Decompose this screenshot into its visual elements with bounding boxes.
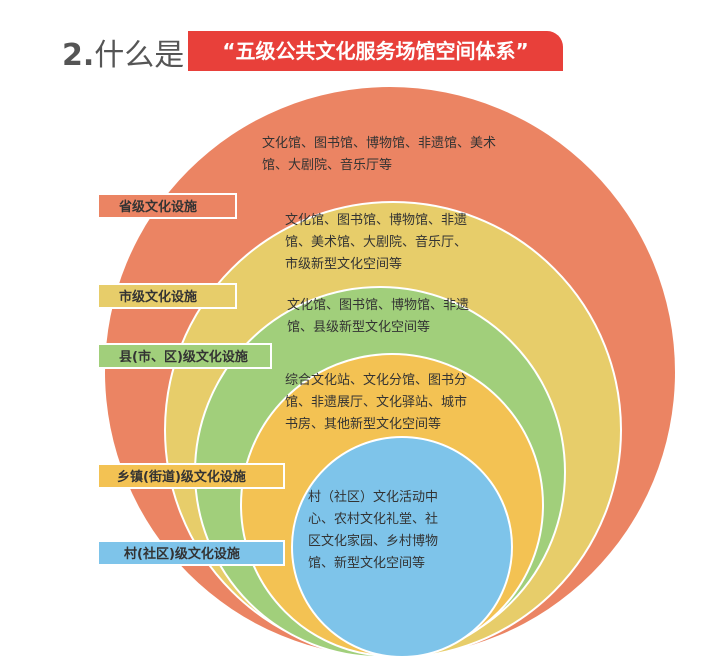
village-desc: 村（社区）文化活动中心、农村文化礼堂、社区文化家园、乡村博物馆、新型文化空间等	[308, 490, 439, 571]
title-banner: “五级公共文化服务场馆空间体系”	[188, 31, 563, 71]
section-heading: 2.什么是	[62, 30, 184, 74]
circle-village	[291, 436, 513, 658]
label-village: 村(社区)级文化设施	[97, 540, 285, 566]
label-provincial: 省级文化设施	[97, 193, 237, 219]
county-desc: 文化馆、图书馆、博物馆、非遗馆、县级新型文化空间等	[287, 298, 470, 335]
city-desc: 文化馆、图书馆、博物馆、非遗馆、美术馆、大剧院、音乐厅、市级新型文化空间等	[285, 213, 468, 272]
section-number: 2.	[62, 38, 95, 73]
township-desc: 综合文化站、文化分馆、图书分馆、非遗展厅、文化驿站、城市书房、其他新型文化空间等	[285, 373, 468, 432]
provincial-desc: 文化馆、图书馆、博物馆、非遗馆、美术馆、大剧院、音乐厅等	[262, 136, 497, 173]
label-city: 市级文化设施	[97, 283, 237, 309]
label-township: 乡镇(街道)级文化设施	[97, 463, 285, 489]
section-question: 什么是	[94, 38, 185, 73]
label-county: 县(市、区)级文化设施	[97, 343, 272, 369]
